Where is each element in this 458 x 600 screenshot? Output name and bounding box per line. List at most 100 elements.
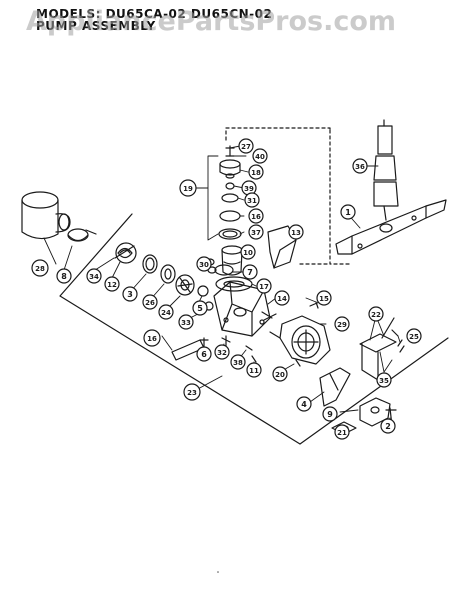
callout-c26: 26 [142,294,158,310]
callout-circle [142,294,158,310]
bracket-4-part [319,367,351,407]
callout-number: 19 [183,185,193,193]
callout-number: 24 [161,309,171,317]
top-cap-part [219,159,241,179]
callout-circle [246,362,262,378]
callout-number: 12 [107,281,117,289]
callout-circle [288,224,304,240]
callout-number: 25 [409,333,419,341]
callout-circle [316,290,332,306]
ring-part-26 [160,264,176,284]
callout-c32: 32 [214,344,230,360]
sump-housing-part [21,191,71,240]
callout-number: 31 [247,197,257,205]
callout-c13: 13 [288,224,304,240]
callout-c20: 20 [272,366,288,382]
callout-c38: 38 [230,354,246,370]
callout-circle [56,268,72,284]
upper-assembly-bracket [225,127,353,265]
callout-number: 5 [197,304,203,313]
callout-circle [143,329,161,347]
callout-circle [242,264,258,280]
callout-circle [296,396,312,412]
callout-number: 18 [251,169,261,177]
callout-circle [248,224,264,240]
callout-c29: 29 [334,316,350,332]
callout-circle [179,179,197,197]
callout-circle [178,314,194,330]
callout-circle [196,346,212,362]
callout-number: 11 [249,367,259,375]
mounting-bracket-part [359,317,399,381]
callout-circle [406,328,422,344]
callout-circle [248,164,264,180]
callout-circle [158,304,174,320]
callout-circle [86,268,102,284]
pump-body-part [213,281,271,337]
diagram-header: MODELS: DU65CA-02 DU65CN-02 PUMP ASSEMBL… [36,8,272,32]
callout-number: 36 [355,163,365,171]
callout-c9: 9 [322,406,338,422]
callout-c31: 31 [244,192,260,208]
callout-circle [183,383,201,401]
impeller-part [175,274,195,296]
callout-circle [31,259,49,277]
callout-circle [238,138,254,154]
spray-arm-part [335,199,447,255]
callout-c23: 23 [183,383,201,401]
callout-number: 16 [147,335,157,343]
callout-c24: 24 [158,304,174,320]
callout-number: 17 [259,283,269,291]
callout-number: 9 [327,410,333,419]
callout-circle [340,204,356,220]
callout-number: 32 [217,349,227,357]
callout-circle [376,372,392,388]
cup-part [221,245,243,276]
callout-number: 21 [337,429,347,437]
callout-number: 40 [255,153,265,161]
callout-c2: 2 [380,418,396,434]
base-plate-outline [59,213,449,445]
callout-circle [274,290,290,306]
callout-circle [256,278,272,294]
callout-c37: 37 [248,224,264,240]
callout-c34: 34 [86,268,102,284]
callout-circle [122,286,138,302]
callout-number: 8 [61,272,67,281]
callout-circle [214,344,230,360]
callout-c33: 33 [178,314,194,330]
callout-number: 3 [127,290,133,299]
callout-circle [240,244,256,260]
assembly-title: PUMP ASSEMBLY [36,19,156,33]
callout-c4: 4 [296,396,312,412]
callout-circle [368,306,384,322]
callout-number: 34 [89,273,99,281]
callout-number: 29 [337,321,347,329]
callout-number: 28 [35,265,45,273]
leader-lines [43,145,401,435]
callout-c27: 27 [238,138,254,154]
callout-number: 20 [275,371,285,379]
callout-number: 4 [301,400,307,409]
callout-circle [192,300,208,316]
callout-c11: 11 [246,362,262,378]
clamp-part [67,228,97,242]
callout-number: 14 [277,295,287,303]
callout-number: 35 [379,377,389,385]
callout-c15: 15 [316,290,332,306]
models-title: MODELS: DU65CA-02 DU65CN-02 [36,7,273,21]
callout-c30: 30 [196,256,212,272]
callout-c35: 35 [376,372,392,388]
callout-circle [252,148,268,164]
callout-c16a: 16 [248,208,264,224]
callout-number: 16 [251,213,261,221]
callout-number: 22 [371,311,381,319]
callout-number: 37 [251,229,261,237]
callout-c5: 5 [192,300,208,316]
callout-c1: 1 [340,204,356,220]
callout-number: 33 [181,319,191,327]
callout-circle [334,316,350,332]
callout-c22: 22 [368,306,384,322]
